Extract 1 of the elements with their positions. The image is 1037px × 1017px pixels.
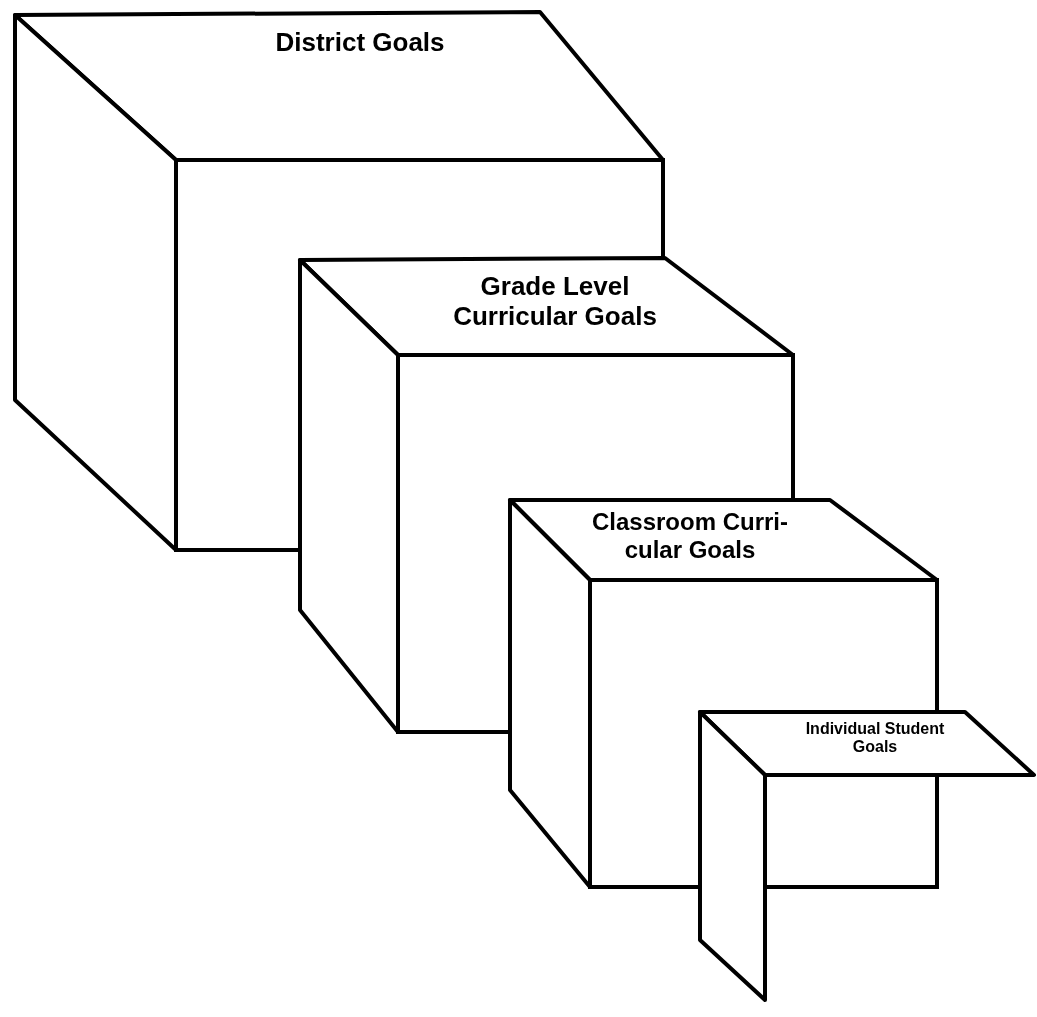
- cube-label: District Goals: [200, 28, 520, 58]
